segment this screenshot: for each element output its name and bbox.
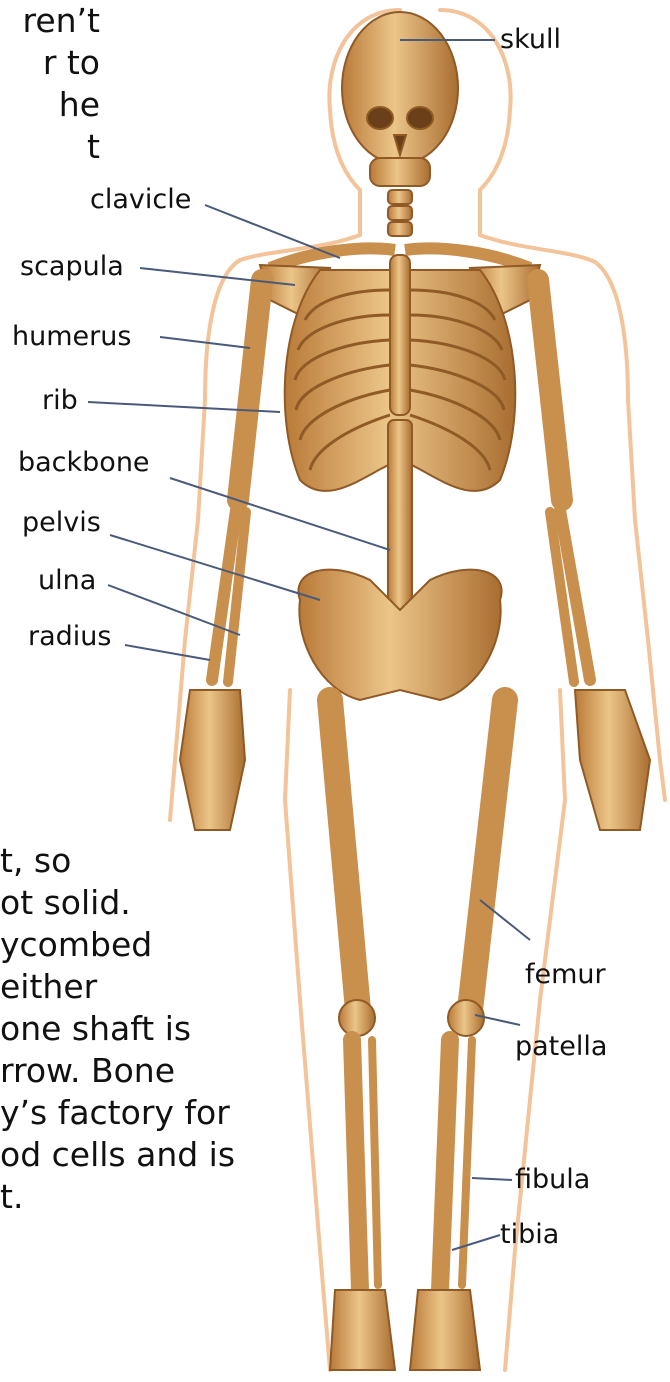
- neck-vertebra: [388, 190, 412, 204]
- label-backbone: backbone: [18, 448, 150, 478]
- label-pelvis: pelvis: [22, 508, 101, 538]
- femur-left: [330, 700, 358, 1010]
- tibia-right: [440, 1040, 450, 1290]
- tibia-left: [352, 1040, 360, 1290]
- spine: [388, 420, 412, 620]
- leader-fibula: [472, 1178, 512, 1180]
- hand-left: [180, 690, 245, 830]
- fibula-left: [372, 1040, 378, 1285]
- leader-backbone: [170, 478, 390, 550]
- label-humerus: humerus: [12, 322, 131, 352]
- humerus-right: [538, 280, 562, 500]
- label-tibia: tibia: [500, 1220, 559, 1250]
- neck-vertebra: [388, 222, 412, 236]
- label-fibula: fibula: [515, 1165, 590, 1195]
- label-ulna: ulna: [38, 566, 96, 596]
- eye-socket-right: [407, 107, 433, 129]
- label-radius: radius: [28, 622, 111, 652]
- leader-humerus: [160, 337, 250, 348]
- label-clavicle: clavicle: [90, 185, 191, 215]
- leader-radius: [125, 645, 210, 660]
- femur-right: [470, 700, 505, 1010]
- label-femur: femur: [525, 960, 606, 990]
- clavicle-right: [405, 248, 530, 268]
- eye-socket-left: [367, 107, 393, 129]
- leader-pelvis: [110, 535, 320, 600]
- label-rib: rib: [42, 386, 78, 416]
- sternum: [390, 255, 410, 415]
- humerus-left: [238, 280, 262, 500]
- patella-right: [448, 1000, 484, 1036]
- hand-right: [575, 690, 650, 830]
- fibula-right: [462, 1040, 472, 1285]
- foot-left: [330, 1290, 395, 1370]
- label-scapula: scapula: [20, 252, 124, 282]
- leader-clavicle: [205, 205, 340, 258]
- jaw: [370, 158, 430, 186]
- foot-right: [410, 1290, 480, 1370]
- label-skull: skull: [500, 25, 561, 55]
- neck-vertebra: [388, 206, 412, 220]
- leader-tibia: [452, 1235, 500, 1250]
- label-patella: patella: [515, 1032, 607, 1062]
- patella-left: [339, 1000, 375, 1036]
